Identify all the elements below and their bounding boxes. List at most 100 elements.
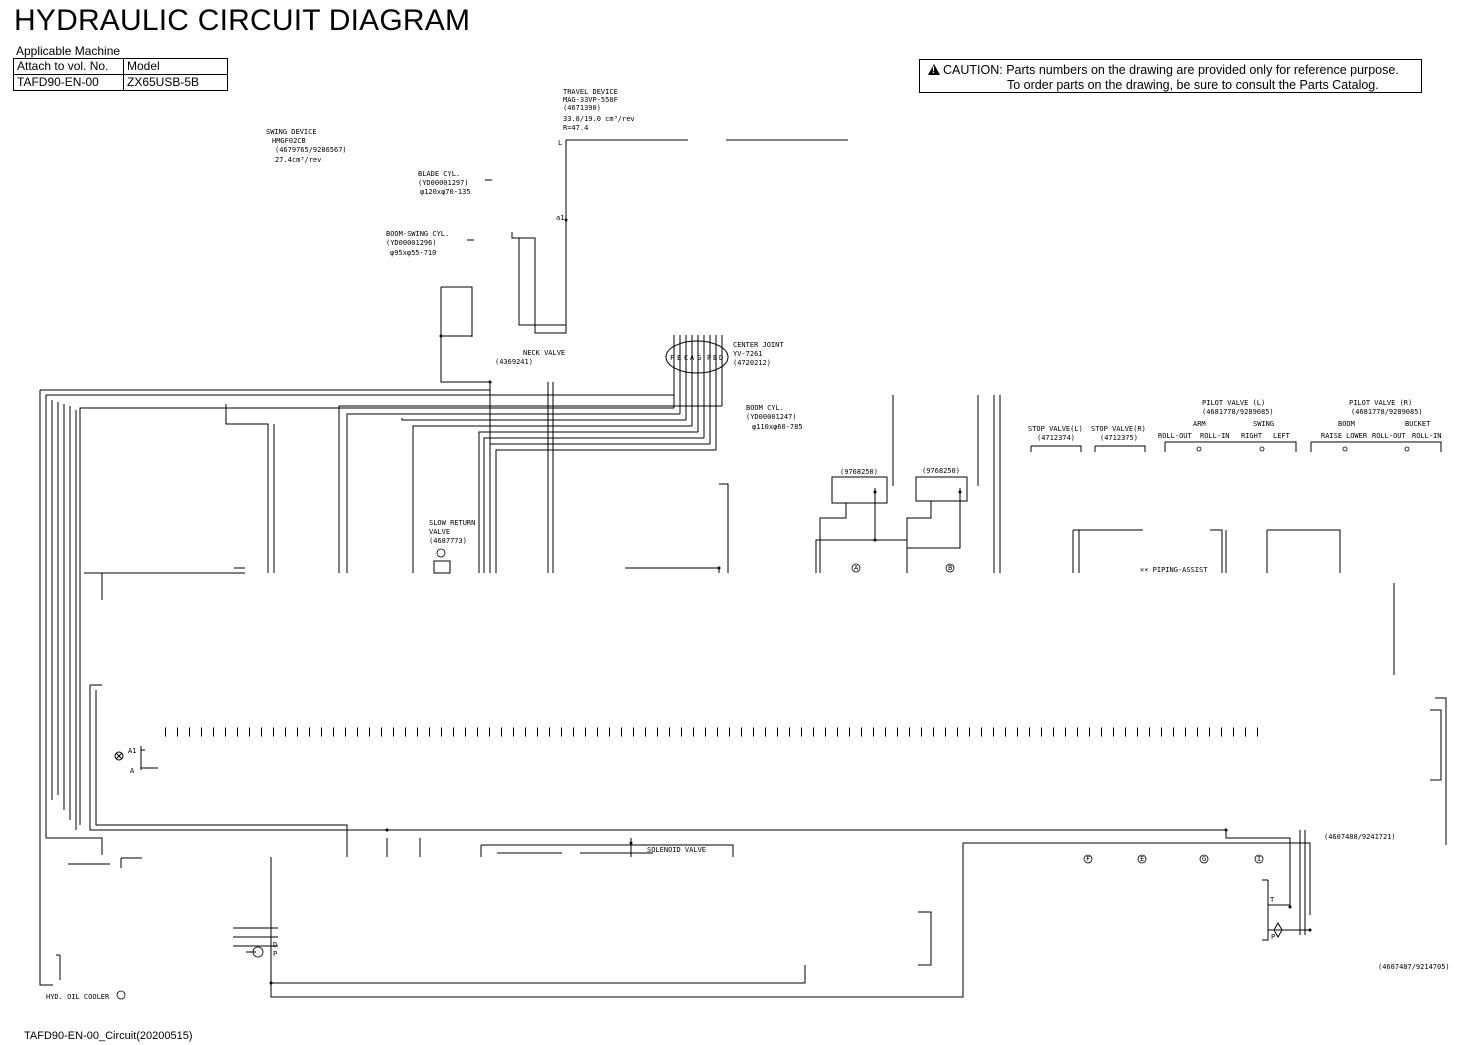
attach-vol-value: TAFD90-EN-00 <box>13 74 124 91</box>
svg-text:B: B <box>948 564 952 572</box>
travel-line-left <box>511 140 567 334</box>
svg-text:33.8/19.0 cm³/rev: 33.8/19.0 cm³/rev <box>563 115 635 123</box>
center-joint-ports: F E C A G P B D <box>670 354 723 362</box>
boom-box-b-drop2 <box>907 488 961 549</box>
pilot-r-box <box>1310 441 1442 452</box>
svg-text:NECK VALVE: NECK VALVE <box>523 349 565 357</box>
stop-valve-r-label: STOP VALVE(R) (4712375) <box>1091 425 1146 442</box>
bus-line-5 <box>478 431 698 573</box>
center-joint-label: CENTER JOINT YV-7261 (4720212) <box>733 341 784 367</box>
swing-device-label: SWING DEVICE HMGF02CB (4679765/9286567) … <box>266 128 347 164</box>
svg-text:(4712374): (4712374) <box>1037 434 1075 442</box>
svg-text:SWING DEVICE: SWING DEVICE <box>266 128 317 136</box>
table-row: TAFD90-EN-00 ZX65USB-5B <box>13 74 228 91</box>
pilot-valve-r-label: PILOT VALVE (R) (4681778/9289085) BOOM B… <box>1321 399 1442 440</box>
circle-symbols <box>116 446 1410 1000</box>
slow-return-valve-box <box>433 560 451 574</box>
port-d-label: D <box>273 941 277 949</box>
part-9768250-box-b <box>915 476 968 502</box>
travel-device-label: TRAVEL DEVICE MAG-33VP-550F (4671390) 33… <box>563 88 635 132</box>
svg-text:BOOM CYL.: BOOM CYL. <box>746 404 784 412</box>
junction-dots <box>269 218 1312 985</box>
svg-text:TRAVEL DEVICE: TRAVEL DEVICE <box>563 88 618 96</box>
port-l-label: L <box>558 139 562 147</box>
svg-text:PILOT VALVE (R): PILOT VALVE (R) <box>1349 399 1412 407</box>
swing-feed <box>225 404 269 573</box>
port-a1-label: a1 <box>556 214 564 222</box>
neck-box-top <box>441 286 473 337</box>
caution-line-2: To order parts on the drawing, be sure t… <box>1007 78 1379 92</box>
boom-h <box>625 567 720 573</box>
lamp-symbol <box>114 751 124 761</box>
pilot-valve-l-label: PILOT VALVE (L) (4681778/9289085) ARM SW… <box>1158 399 1291 440</box>
svg-text:F: F <box>1086 855 1090 863</box>
svg-text:VALVE: VALVE <box>429 528 450 536</box>
bracket-right <box>918 911 932 966</box>
center-joint-ellipse <box>665 340 729 374</box>
boom-box-b-drop <box>906 501 932 573</box>
pilot-l-box <box>1164 441 1297 452</box>
port-a-upper-label: A1 <box>128 747 136 755</box>
piping-box-right <box>1266 529 1341 573</box>
svg-text:φ120xφ70-135: φ120xφ70-135 <box>420 188 471 196</box>
svg-text:I: I <box>1257 855 1261 863</box>
svg-text:(YD00001296): (YD00001296) <box>386 239 437 247</box>
svg-text:SLOW RETURN: SLOW RETURN <box>429 519 475 527</box>
svg-text:YV-7261: YV-7261 <box>733 350 763 358</box>
svg-text:C: C <box>684 354 688 362</box>
right-box <box>1435 697 1447 845</box>
bottom-main-line <box>89 685 1226 831</box>
caution-box: CAUTION: Parts numbers on the drawing ar… <box>919 59 1422 93</box>
model-value: ZX65USB-5B <box>123 74 228 91</box>
slow-return-valve-label: SLOW RETURN VALVE (4687773) <box>429 519 475 545</box>
svg-text:R=47.4: R=47.4 <box>563 124 588 132</box>
boom-cyl-label: BOOM CYL. (YD00001247) φ110xφ60-785 <box>746 404 803 431</box>
svg-text:ROLL-IN: ROLL-IN <box>1200 432 1230 440</box>
circle-letters: A B F E G I <box>854 564 1261 863</box>
part-9768250-b-label: (9768250) <box>922 467 960 475</box>
svg-text:E: E <box>1140 855 1144 863</box>
footer-document-code: TAFD90-EN-00_Circuit(20200515) <box>24 1030 193 1042</box>
svg-text:(4687773): (4687773) <box>429 537 467 545</box>
svg-text:BOOM-SWING CYL.: BOOM-SWING CYL. <box>386 230 449 238</box>
piping-box-left <box>1072 529 1143 573</box>
right-return-2 <box>963 842 1311 915</box>
bus-line-4 <box>412 425 692 573</box>
part-9768250-a-label: (9768250) <box>840 468 878 476</box>
svg-text:BLADE CYL.: BLADE CYL. <box>418 170 460 178</box>
part-9768250-box-a <box>831 476 888 504</box>
bottom-line-2 <box>95 690 348 857</box>
boom-v1 <box>719 483 729 573</box>
svg-text:BOOM: BOOM <box>1338 420 1355 428</box>
piping-box-mid <box>1210 529 1227 573</box>
svg-text:(4712375): (4712375) <box>1100 434 1138 442</box>
stop-valve-r-box <box>1094 445 1146 452</box>
svg-text:HMGF02CB: HMGF02CB <box>272 137 306 145</box>
lamp-cross <box>115 752 123 760</box>
neck-box-left <box>440 287 490 383</box>
boom-swing-cyl-label: BOOM-SWING CYL. (YD00001296) φ95xφ55-710 <box>386 230 449 257</box>
part-4607487-label: (4607487/9214705) <box>1378 963 1450 971</box>
port-t-label: T <box>1270 896 1275 904</box>
cooler-lines <box>233 927 278 953</box>
svg-text:D: D <box>719 354 723 362</box>
svg-text:E: E <box>677 354 681 362</box>
bottom-loop <box>270 843 964 998</box>
svg-text:27.4cm³/rev: 27.4cm³/rev <box>275 156 321 164</box>
svg-text:CENTER JOINT: CENTER JOINT <box>733 341 784 349</box>
svg-text:(4681778/9289085): (4681778/9289085) <box>1202 408 1274 416</box>
left-mid-stub <box>84 567 245 574</box>
bus-line-2 <box>346 413 680 573</box>
piping-assist-label: ×× PIPING-ASSIST <box>1140 566 1208 574</box>
svg-text:MAG-33VP-550F: MAG-33VP-550F <box>563 96 618 104</box>
svg-text:(YD00001247): (YD00001247) <box>746 413 797 421</box>
solenoid-box <box>481 844 734 857</box>
cooler-left <box>56 954 61 980</box>
bottom-inner <box>271 965 806 984</box>
tp-lines <box>1268 904 1310 931</box>
check-valve-symbol <box>1273 921 1283 939</box>
port-p-label: P <box>1271 933 1275 941</box>
svg-text:(4369241): (4369241) <box>495 358 533 366</box>
svg-text:LOWER: LOWER <box>1346 432 1368 440</box>
neck-valve-label: NECK VALVE (4369241) <box>495 349 565 366</box>
